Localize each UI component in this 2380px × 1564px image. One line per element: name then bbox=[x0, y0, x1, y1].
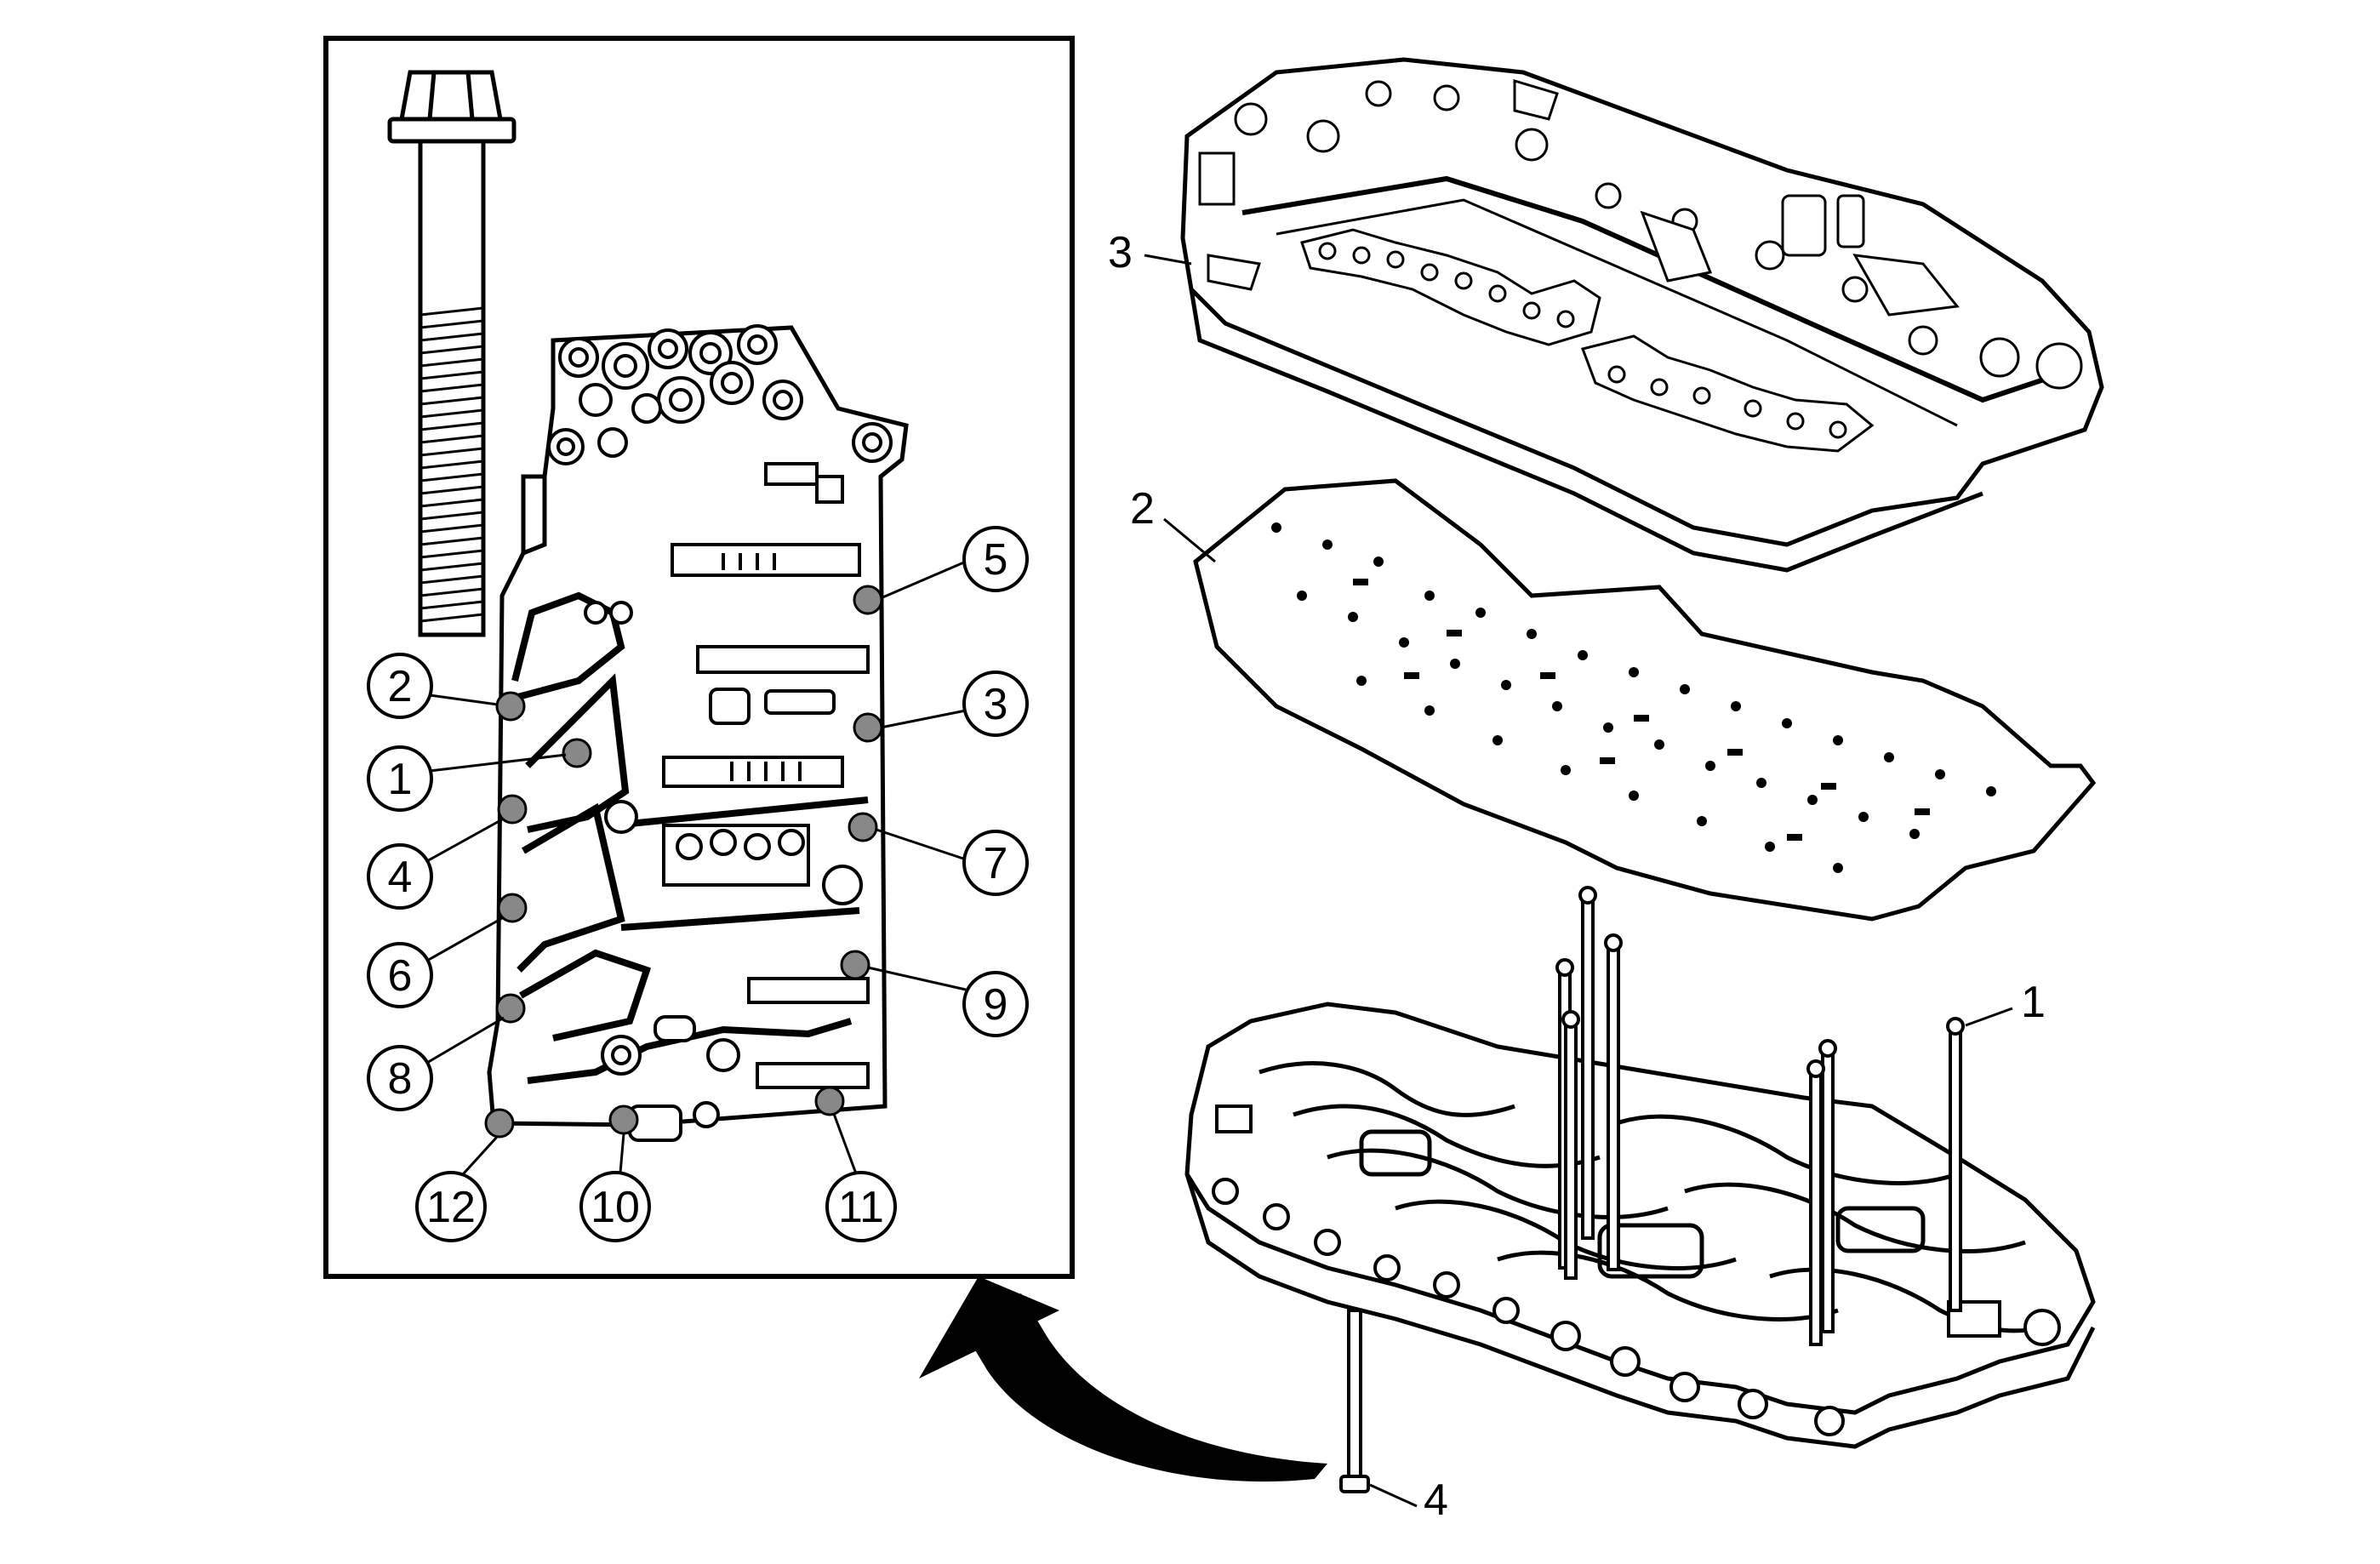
exploded-view-callouts: 3 2 1 4 bbox=[1108, 228, 2046, 1525]
spacer-plate bbox=[1193, 478, 2097, 922]
svg-text:11: 11 bbox=[838, 1183, 884, 1232]
inset-callouts: 1 2 3 4 5 6 7 8 9 10 11 12 bbox=[367, 526, 1029, 1242]
callout-circle-9: 9 bbox=[962, 971, 1029, 1037]
bolt-location-3 bbox=[853, 712, 883, 743]
callout-circle-8: 8 bbox=[367, 1045, 433, 1111]
bolt-location-7 bbox=[848, 812, 878, 842]
callout-label-4: 4 bbox=[1424, 1476, 1448, 1525]
leader-line-3 bbox=[1144, 254, 1192, 265]
bolt-location-8 bbox=[495, 993, 526, 1024]
lower-valve-body bbox=[1184, 886, 2096, 1493]
leader-line-4 bbox=[1369, 1483, 1418, 1508]
bolt-location-9 bbox=[840, 950, 870, 980]
svg-text:4: 4 bbox=[388, 853, 413, 902]
bolt-illustration bbox=[387, 70, 517, 637]
svg-text:1: 1 bbox=[388, 755, 413, 804]
short-bolt bbox=[1339, 1309, 1370, 1493]
bolt-location-12 bbox=[484, 1108, 515, 1139]
callout-circle-1: 1 bbox=[367, 745, 433, 812]
bolt-location-4 bbox=[497, 794, 528, 825]
valve-body-top-view bbox=[487, 324, 909, 1142]
svg-text:6: 6 bbox=[388, 951, 413, 1001]
bolt-location-6 bbox=[497, 893, 528, 923]
leader-line-1 bbox=[1965, 1007, 2013, 1027]
svg-text:9: 9 bbox=[984, 980, 1008, 1030]
leader-line-2 bbox=[1163, 517, 1216, 563]
svg-text:3: 3 bbox=[984, 680, 1008, 729]
bolt-locations bbox=[484, 585, 883, 1139]
svg-text:5: 5 bbox=[984, 535, 1008, 585]
bolt-location-1 bbox=[562, 738, 592, 768]
upper-valve-body bbox=[1180, 57, 2104, 573]
svg-text:12: 12 bbox=[426, 1183, 476, 1232]
callout-circle-7: 7 bbox=[962, 830, 1029, 896]
bolt-location-2 bbox=[495, 691, 526, 722]
svg-text:7: 7 bbox=[984, 839, 1008, 888]
svg-text:8: 8 bbox=[388, 1054, 413, 1104]
callout-circle-4: 4 bbox=[367, 843, 433, 910]
callout-label-2: 2 bbox=[1130, 484, 1155, 534]
callout-circle-11: 11 bbox=[825, 1171, 897, 1242]
callout-circle-12: 12 bbox=[415, 1171, 487, 1242]
svg-text:10: 10 bbox=[591, 1183, 640, 1232]
long-bolts bbox=[1555, 886, 1965, 1346]
callout-circle-5: 5 bbox=[962, 526, 1029, 592]
svg-text:2: 2 bbox=[388, 662, 413, 711]
callout-circle-3: 3 bbox=[962, 671, 1029, 737]
callout-label-1: 1 bbox=[2021, 978, 2046, 1027]
callout-circle-2: 2 bbox=[367, 653, 433, 719]
bolt-location-5 bbox=[853, 585, 883, 615]
bolt-location-10 bbox=[608, 1105, 639, 1135]
bolt-location-11 bbox=[814, 1086, 845, 1116]
callout-circle-10: 10 bbox=[579, 1171, 651, 1242]
callout-circle-6: 6 bbox=[367, 942, 433, 1008]
callout-label-3: 3 bbox=[1108, 228, 1133, 277]
inset-panel: 1 2 3 4 5 6 7 8 9 10 11 12 bbox=[323, 36, 1075, 1279]
curved-arrow bbox=[919, 1276, 1327, 1482]
